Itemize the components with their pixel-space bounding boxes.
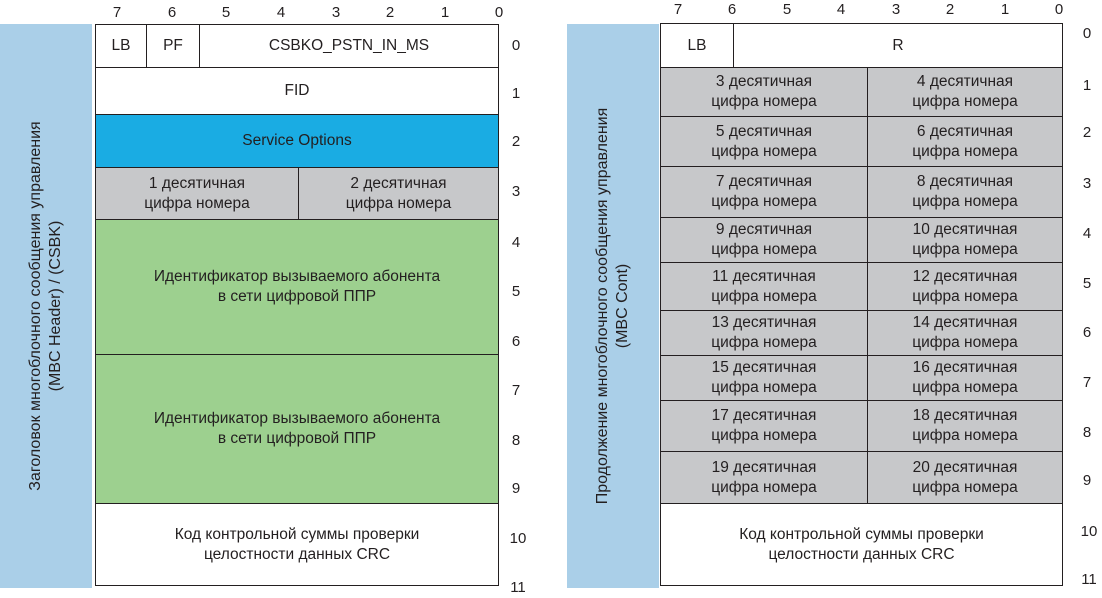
left-octet-4: 4 [511,234,521,251]
left-octet-2: 2 [511,133,521,150]
right-digit-11-field: 11 десятичная цифра номера [660,262,868,311]
right-bit-6: 6 [727,1,737,18]
right-digit-18-field: 18 десятичная цифра номера [867,400,1063,452]
right-r-field: R [733,23,1063,68]
left-octet-6: 6 [511,333,521,350]
right-digit-3-field: 3 десятичная цифра номера [660,67,868,117]
right-lb-field: LB [660,23,734,68]
left-octet-0: 0 [511,37,521,54]
left-side-band [0,24,92,588]
right-digit-17-field: 17 десятичная цифра номера [660,400,868,452]
right-bit-2: 2 [945,1,955,18]
left-octet-11: 11 [510,579,526,596]
left-digit-2-field: 2 десятичная цифра номера [298,167,499,220]
right-bit-3: 3 [891,1,901,18]
left-called-id-field-2: Идентификатор вызываемого абонента в сет… [95,354,499,504]
right-octet-5: 5 [1082,275,1092,292]
left-bit-5: 5 [221,4,231,21]
right-octet-8: 8 [1082,424,1092,441]
right-octet-2: 2 [1082,124,1092,141]
right-digit-8-field: 8 десятичная цифра номера [867,166,1063,218]
right-digit-9-field: 9 десятичная цифра номера [660,217,868,263]
right-digit-10-field: 10 десятичная цифра номера [867,217,1063,263]
right-digit-12-field: 12 десятичная цифра номера [867,262,1063,311]
left-octet-7: 7 [511,382,521,399]
left-pf-field: PF [146,24,200,68]
left-octet-8: 8 [511,432,521,449]
right-side-label: Продолжение многоблочного сообщения упра… [594,107,631,505]
left-lb-field: LB [95,24,147,68]
left-octet-9: 9 [511,480,521,497]
right-octet-3: 3 [1082,175,1092,192]
right-octet-1: 1 [1082,77,1092,94]
left-side-label: Заголовок многоблочного сообщения управл… [27,121,64,491]
left-service-options-field: Service Options [95,114,499,168]
right-octet-11: 11 [1081,571,1097,588]
right-digit-20-field: 20 десятичная цифра номера [867,451,1063,504]
left-bit-0: 0 [494,4,504,21]
left-bit-7: 7 [112,4,122,21]
right-side-band [567,24,659,588]
left-called-id-field-1: Идентификатор вызываемого абонента в сет… [95,219,499,355]
right-digit-5-field: 5 десятичная цифра номера [660,116,868,167]
left-opcode-field: CSBKO_PSTN_IN_MS [199,24,499,68]
right-octet-6: 6 [1082,324,1092,341]
right-crc-field: Код контрольной суммы проверки целостнос… [660,503,1063,586]
left-octet-10: 10 [509,530,527,547]
right-digit-6-field: 6 десятичная цифра номера [867,116,1063,167]
left-octet-3: 3 [511,183,521,200]
right-bit-4: 4 [836,1,846,18]
right-digit-13-field: 13 десятичная цифра номера [660,310,868,356]
right-octet-9: 9 [1082,472,1092,489]
left-octet-5: 5 [511,283,521,300]
right-bit-1: 1 [1000,1,1010,18]
right-digit-7-field: 7 десятичная цифра номера [660,166,868,218]
left-octet-1: 1 [511,85,521,102]
right-digit-14-field: 14 десятичная цифра номера [867,310,1063,356]
right-bit-5: 5 [782,1,792,18]
left-bit-4: 4 [276,4,286,21]
right-octet-0: 0 [1082,25,1092,42]
right-octet-10: 10 [1080,523,1098,540]
left-bit-3: 3 [331,4,341,21]
left-bit-6: 6 [167,4,177,21]
right-bit-0: 0 [1054,1,1064,18]
left-fid-field: FID [95,67,499,115]
right-bit-7: 7 [673,1,683,18]
right-digit-19-field: 19 десятичная цифра номера [660,451,868,504]
right-digit-15-field: 15 десятичная цифра номера [660,355,868,401]
left-bit-1: 1 [440,4,450,21]
left-digit-1-field: 1 десятичная цифра номера [95,167,299,220]
left-bit-2: 2 [385,4,395,21]
right-octet-4: 4 [1082,225,1092,242]
right-digit-16-field: 16 десятичная цифра номера [867,355,1063,401]
right-digit-4-field: 4 десятичная цифра номера [867,67,1063,117]
right-octet-7: 7 [1082,374,1092,391]
left-crc-field: Код контрольной суммы проверки целостнос… [95,503,499,586]
